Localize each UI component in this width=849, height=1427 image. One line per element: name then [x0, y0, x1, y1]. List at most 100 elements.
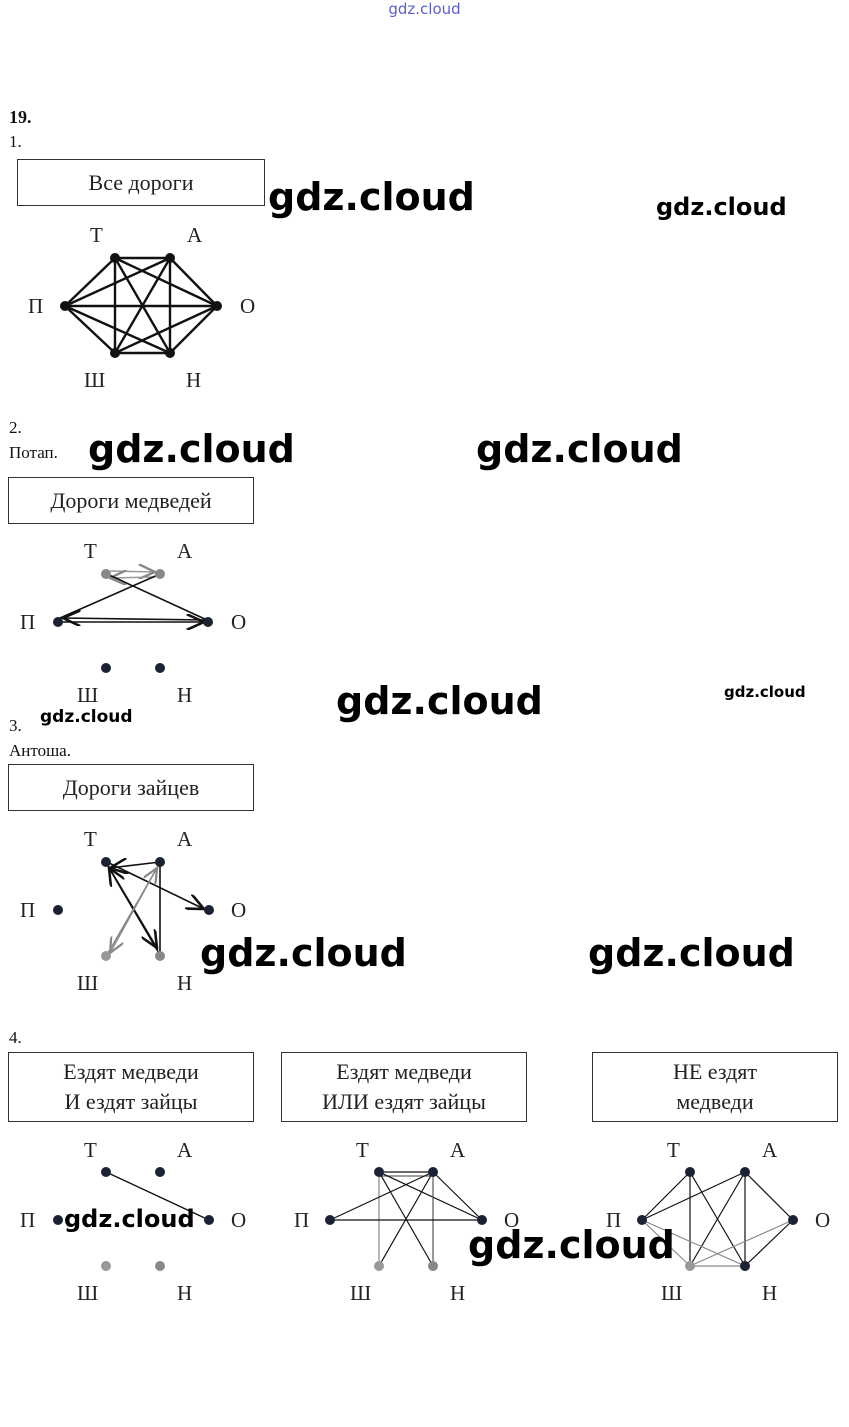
edge [113, 257, 172, 354]
part-1-number: 1. [9, 132, 22, 151]
node-n [155, 951, 165, 961]
node-a [155, 857, 165, 867]
watermark: gdz.cloud [656, 193, 787, 221]
edge-arrow [109, 571, 155, 572]
watermark: gdz.cloud [268, 175, 475, 219]
node-a [428, 1167, 438, 1177]
label-sh: Ш [77, 971, 98, 995]
edge-arrow [110, 865, 159, 953]
edge [106, 573, 208, 621]
header-watermark: gdz.cloud [388, 0, 461, 18]
edge [113, 257, 172, 354]
edge [689, 1219, 794, 1267]
node-p [53, 1215, 63, 1225]
label-a: А [177, 539, 193, 563]
node-t [374, 1167, 384, 1177]
graph-bear-roads: Т А П О Ш Н [20, 539, 246, 707]
watermark: gdz.cloud [724, 683, 806, 701]
label-n: Н [450, 1281, 465, 1305]
node-p [53, 905, 63, 915]
node-n [155, 663, 165, 673]
label-n: Н [762, 1281, 777, 1305]
node-sh [374, 1261, 384, 1271]
box-line-2: ИЛИ ездят зайцы [322, 1089, 486, 1114]
edge-arrow [109, 868, 161, 956]
box-line-2: И ездят зайцы [64, 1089, 198, 1114]
node-o [788, 1215, 798, 1225]
label-n: Н [177, 971, 192, 995]
node-t [101, 569, 111, 579]
part-4-box-or: Ездят медведи ИЛИ ездят зайцы [281, 1052, 527, 1122]
label-sh: Ш [84, 368, 105, 392]
edge [114, 256, 218, 308]
node-o [203, 617, 213, 627]
node-p [60, 301, 70, 311]
node-o [212, 301, 222, 311]
edge [64, 257, 116, 307]
node-sh [110, 348, 120, 358]
part-1-title-box: Все дороги [17, 159, 265, 206]
node-t [101, 857, 111, 867]
edge [64, 305, 116, 354]
part-4-box-not: НЕ ездят медведи [592, 1052, 838, 1122]
node-p [53, 617, 63, 627]
box-line-1: Ездят медведи [336, 1059, 472, 1084]
graph-bears-or-hares: Т А П О Ш Н [294, 1138, 519, 1305]
edge [169, 257, 218, 307]
node-a [155, 569, 165, 579]
edge [744, 1171, 794, 1221]
edge [689, 1171, 746, 1267]
edge [432, 1171, 483, 1221]
label-t: Т [667, 1138, 680, 1162]
node-sh [685, 1261, 695, 1271]
edge [641, 1171, 746, 1221]
box-line-2: медведи [676, 1089, 754, 1114]
edge [378, 1171, 483, 1221]
node-t [110, 253, 120, 263]
label-t: Т [90, 223, 103, 247]
label-a: А [177, 827, 193, 851]
part-3-author: Антоша. [9, 741, 71, 760]
edge [64, 304, 171, 355]
edge [744, 1219, 794, 1267]
node-p [325, 1215, 335, 1225]
node-sh [101, 951, 111, 961]
edge-arrow [110, 862, 161, 868]
watermark: gdz.cloud [336, 679, 543, 723]
label-n: Н [177, 1281, 192, 1305]
label-o: О [231, 898, 246, 922]
edge [378, 1171, 434, 1267]
label-t: Т [84, 1138, 97, 1162]
label-t: Т [84, 539, 97, 563]
part-3-title-box: Дороги зайцев [8, 764, 254, 811]
edge-arrow [110, 577, 156, 578]
label-o: О [815, 1208, 830, 1232]
edge [64, 256, 171, 308]
node-t [101, 1167, 111, 1177]
label-n: Н [186, 368, 201, 392]
watermark: gdz.cloud [468, 1223, 675, 1267]
label-sh: Ш [77, 1281, 98, 1305]
node-o [204, 905, 214, 915]
node-a [165, 253, 175, 263]
label-o: О [231, 610, 246, 634]
watermark: gdz.cloud [588, 931, 795, 975]
edge [59, 573, 161, 619]
edge [329, 1171, 434, 1221]
edge [169, 305, 218, 354]
box-line-1: Ездят медведи [63, 1059, 199, 1084]
exercise-number: 19. [9, 107, 32, 127]
label-t: Т [84, 827, 97, 851]
watermark: gdz.cloud [40, 707, 133, 727]
part-1-title: Все дороги [88, 169, 194, 195]
label-n: Н [177, 683, 192, 707]
label-p: П [20, 1208, 35, 1232]
part-2-author: Потап. [9, 443, 58, 462]
label-t: Т [356, 1138, 369, 1162]
part-2-number: 2. [9, 418, 22, 437]
label-o: О [240, 294, 255, 318]
watermark: gdz.cloud [88, 427, 295, 471]
node-a [155, 1167, 165, 1177]
node-n [165, 348, 175, 358]
node-n [155, 1261, 165, 1271]
